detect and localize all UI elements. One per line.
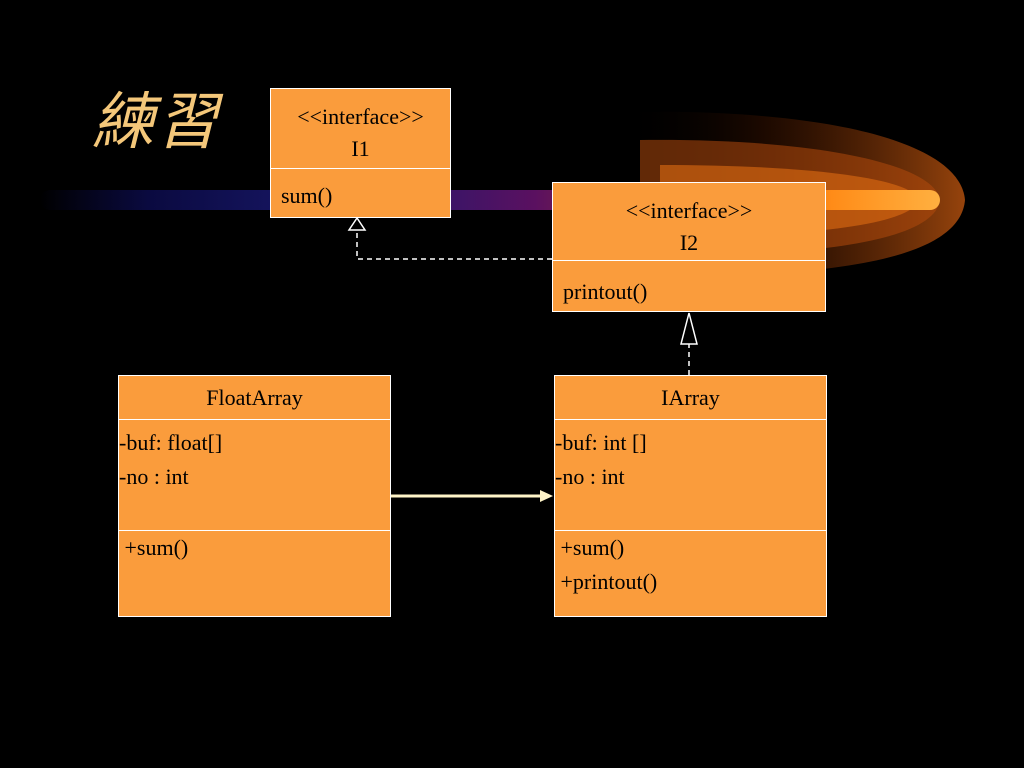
floatarray-attributes: -buf: float[] -no : int <box>119 420 390 531</box>
class-iarray-box[interactable]: IArray -buf: int [] -no : int +sum() +pr… <box>554 375 827 617</box>
association-floatarray-to-iarray <box>391 490 553 502</box>
floatarray-attr-no: -no : int <box>119 464 189 489</box>
iarray-name: IArray <box>555 376 826 420</box>
interface-i2-header: <<interface>> I2 <box>553 183 825 261</box>
floatarray-attr-buf: -buf: float[] <box>119 430 223 455</box>
iarray-methods: +sum() +printout() <box>555 531 826 599</box>
floatarray-methods: +sum() <box>119 531 390 565</box>
iarray-method-printout: +printout() <box>555 569 658 594</box>
realization-i2-to-i1 <box>347 216 552 260</box>
i2-method: printout() <box>563 279 648 304</box>
slide-title: 練習 <box>92 89 221 157</box>
iarray-attr-buf: -buf: int [] <box>555 430 647 455</box>
realization-iarray-to-i2 <box>680 312 698 375</box>
i1-method: sum() <box>281 183 333 208</box>
i2-stereotype: <<interface>> <box>625 198 753 223</box>
interface-i2-methods: printout() <box>553 261 825 305</box>
i1-stereotype: <<interface>> <box>297 104 424 129</box>
floatarray-name: FloatArray <box>119 376 390 420</box>
interface-i1-header: <<interface>> I1 <box>271 89 450 169</box>
iarray-attributes: -buf: int [] -no : int <box>555 420 826 531</box>
i1-name: I1 <box>351 136 370 161</box>
iarray-method-sum: +sum() <box>555 535 625 560</box>
interface-i1-methods: sum() <box>271 169 450 209</box>
iarray-attr-no: -no : int <box>555 464 625 489</box>
interface-i1-box[interactable]: <<interface>> I1 sum() <box>270 88 451 218</box>
i2-name: I2 <box>679 230 699 255</box>
floatarray-method-sum: +sum() <box>119 535 189 560</box>
class-floatarray-box[interactable]: FloatArray -buf: float[] -no : int +sum(… <box>118 375 391 617</box>
interface-i2-box[interactable]: <<interface>> I2 printout() <box>552 182 826 312</box>
